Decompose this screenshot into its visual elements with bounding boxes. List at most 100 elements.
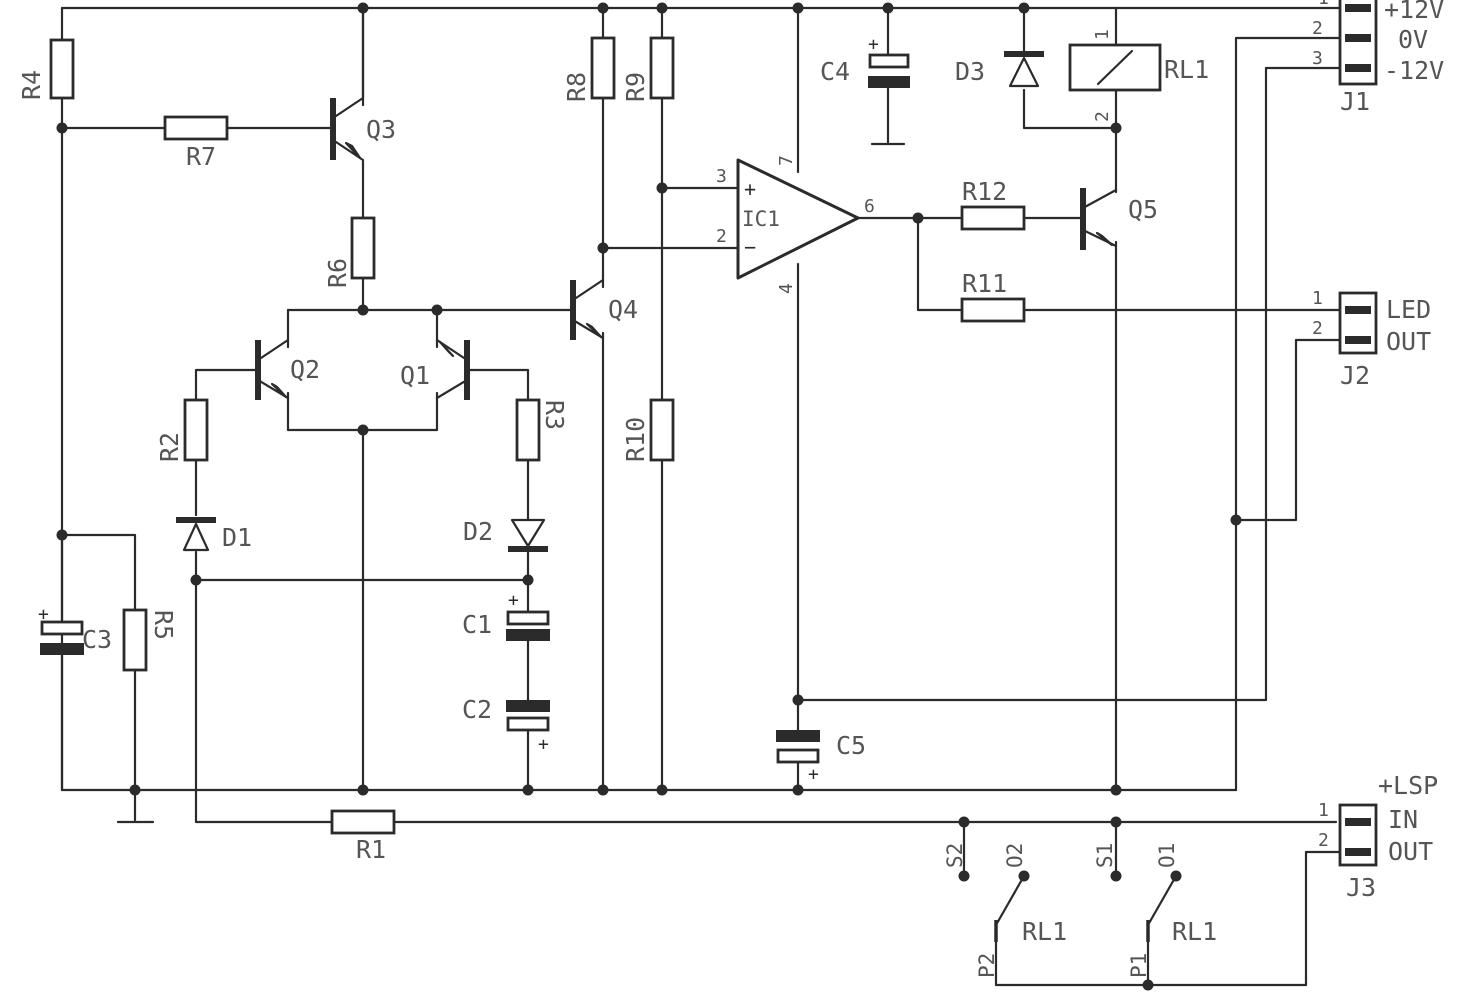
junction bbox=[792, 2, 804, 14]
resistor-r8 bbox=[590, 36, 616, 100]
j2-label-out: OUT bbox=[1386, 327, 1431, 356]
label-r3: R3 bbox=[540, 400, 569, 430]
capacitor-c3-plate-neg bbox=[40, 643, 84, 655]
label-j3: J3 bbox=[1346, 873, 1376, 902]
label-c1: C1 bbox=[462, 610, 492, 639]
resistor-r3 bbox=[515, 398, 541, 462]
connector-j1-pin-1-mark bbox=[1345, 4, 1371, 12]
junction bbox=[190, 574, 202, 586]
j1-pin-2: 2 bbox=[1312, 18, 1323, 39]
transistor-q2-arrow bbox=[270, 382, 288, 399]
label-r6: R6 bbox=[323, 258, 352, 288]
connector-j1-pin-2-mark bbox=[1345, 34, 1371, 42]
resistor-r6 bbox=[350, 216, 376, 280]
rl1-coil-pin-2: 2 bbox=[1092, 111, 1113, 122]
label-q1: Q1 bbox=[400, 361, 430, 390]
transistor-q4-arrow bbox=[585, 322, 603, 339]
connector-j3-pin-2-mark bbox=[1345, 848, 1371, 856]
ic1-pin-4: 4 bbox=[776, 283, 797, 294]
capacitor-c5-plate-neg bbox=[776, 730, 820, 742]
j1-label-0v: 0V bbox=[1398, 25, 1428, 54]
connector-j2-pin-1-mark bbox=[1345, 306, 1371, 314]
relay-contacts: S2 O2 P2 RL1 S1 O1 P1 RL1 bbox=[943, 843, 1217, 978]
label-c3: C3 bbox=[82, 625, 112, 654]
label-d3: D3 bbox=[955, 57, 985, 86]
wire-q2-base bbox=[194, 368, 1338, 824]
transistor-q3-leads bbox=[331, 6, 365, 167]
j3-label-out: OUT bbox=[1388, 837, 1433, 866]
junction bbox=[357, 424, 369, 436]
relay-rl1-coil-slash bbox=[1096, 49, 1134, 86]
capacitor-c2-plate-pos bbox=[506, 716, 550, 732]
label-rl1: RL1 bbox=[1164, 55, 1209, 84]
j2-label-led: LED bbox=[1386, 295, 1431, 324]
diode-d2-triangle bbox=[510, 518, 546, 548]
j1-label-plus12v: +12V bbox=[1384, 0, 1444, 24]
connector-j2-pin-2-mark bbox=[1345, 336, 1371, 344]
junction bbox=[1230, 514, 1242, 526]
contact-arm-1 bbox=[1146, 874, 1178, 927]
wire-c4 bbox=[870, 6, 906, 146]
transistor-q1-arrow bbox=[438, 340, 455, 358]
label-c2: C2 bbox=[462, 695, 492, 724]
junctions bbox=[56, 2, 1242, 991]
resistor-r9 bbox=[649, 36, 675, 100]
label-r10: R10 bbox=[621, 417, 650, 462]
j1-pin-3: 3 bbox=[1312, 48, 1323, 69]
wire-ic1-out bbox=[856, 216, 1347, 312]
rl1-coil-pin-1: 1 bbox=[1092, 29, 1113, 40]
contact-arm-2 bbox=[994, 874, 1026, 927]
label-r9: R9 bbox=[621, 72, 650, 102]
j1-pin-1: 1 bbox=[1318, 0, 1329, 9]
junction bbox=[129, 784, 141, 796]
junction bbox=[357, 304, 369, 316]
resistor-r7 bbox=[163, 115, 229, 141]
j2-pin-2: 2 bbox=[1312, 318, 1323, 339]
junction bbox=[1018, 2, 1030, 14]
wire-0v-return bbox=[1234, 36, 1347, 792]
connector-j1-pin-3-mark bbox=[1345, 64, 1371, 72]
wire-c3-r5 bbox=[60, 533, 137, 792]
junction bbox=[522, 574, 534, 586]
transistor-q1-leads bbox=[435, 338, 469, 400]
diode-d1-triangle bbox=[182, 522, 210, 552]
resistor-r2 bbox=[183, 398, 209, 462]
junction bbox=[792, 694, 804, 706]
label-r11: R11 bbox=[962, 269, 1007, 298]
junction bbox=[56, 122, 68, 134]
junction bbox=[912, 212, 924, 224]
junction bbox=[1142, 979, 1154, 991]
label-c4: C4 bbox=[820, 57, 850, 86]
contact-label-s1: S1 bbox=[1093, 843, 1117, 868]
junction bbox=[656, 784, 668, 796]
label-q4: Q4 bbox=[608, 295, 638, 324]
junction bbox=[1110, 870, 1122, 882]
wire-r8-q4 bbox=[601, 6, 740, 792]
label-d1: D1 bbox=[222, 523, 252, 552]
transistor-q5-leads bbox=[1081, 188, 1118, 248]
resistor-r11 bbox=[960, 297, 1026, 323]
contact-label-p2: P2 bbox=[975, 953, 999, 978]
transistor-q3-arrow bbox=[344, 141, 362, 160]
c3-plus-sign: + bbox=[38, 604, 49, 625]
junction bbox=[958, 816, 970, 828]
wires bbox=[60, 6, 1347, 987]
capacitor-c4-plate-pos bbox=[868, 53, 910, 69]
diodes: D1 D2 D3 bbox=[176, 51, 1044, 552]
resistor-r5 bbox=[122, 608, 148, 672]
label-r2: R2 bbox=[155, 432, 184, 462]
relay-rl1: RL1 1 2 bbox=[1068, 29, 1209, 122]
resistor-r1 bbox=[330, 809, 396, 835]
contact-label-rl1-b: RL1 bbox=[1172, 917, 1217, 946]
junction bbox=[1018, 870, 1030, 882]
junction bbox=[882, 2, 894, 14]
resistor-r4 bbox=[49, 38, 75, 100]
wire-ic1-supply bbox=[796, 6, 1347, 792]
ic1-plus-input: + bbox=[744, 177, 756, 201]
label-r7: R7 bbox=[186, 142, 216, 171]
wire-d3-rl1 bbox=[1022, 6, 1118, 878]
c5-plus-sign: + bbox=[808, 764, 819, 785]
label-r12: R12 bbox=[962, 177, 1007, 206]
contact-label-o1: O1 bbox=[1155, 843, 1179, 868]
junction bbox=[1170, 870, 1182, 882]
